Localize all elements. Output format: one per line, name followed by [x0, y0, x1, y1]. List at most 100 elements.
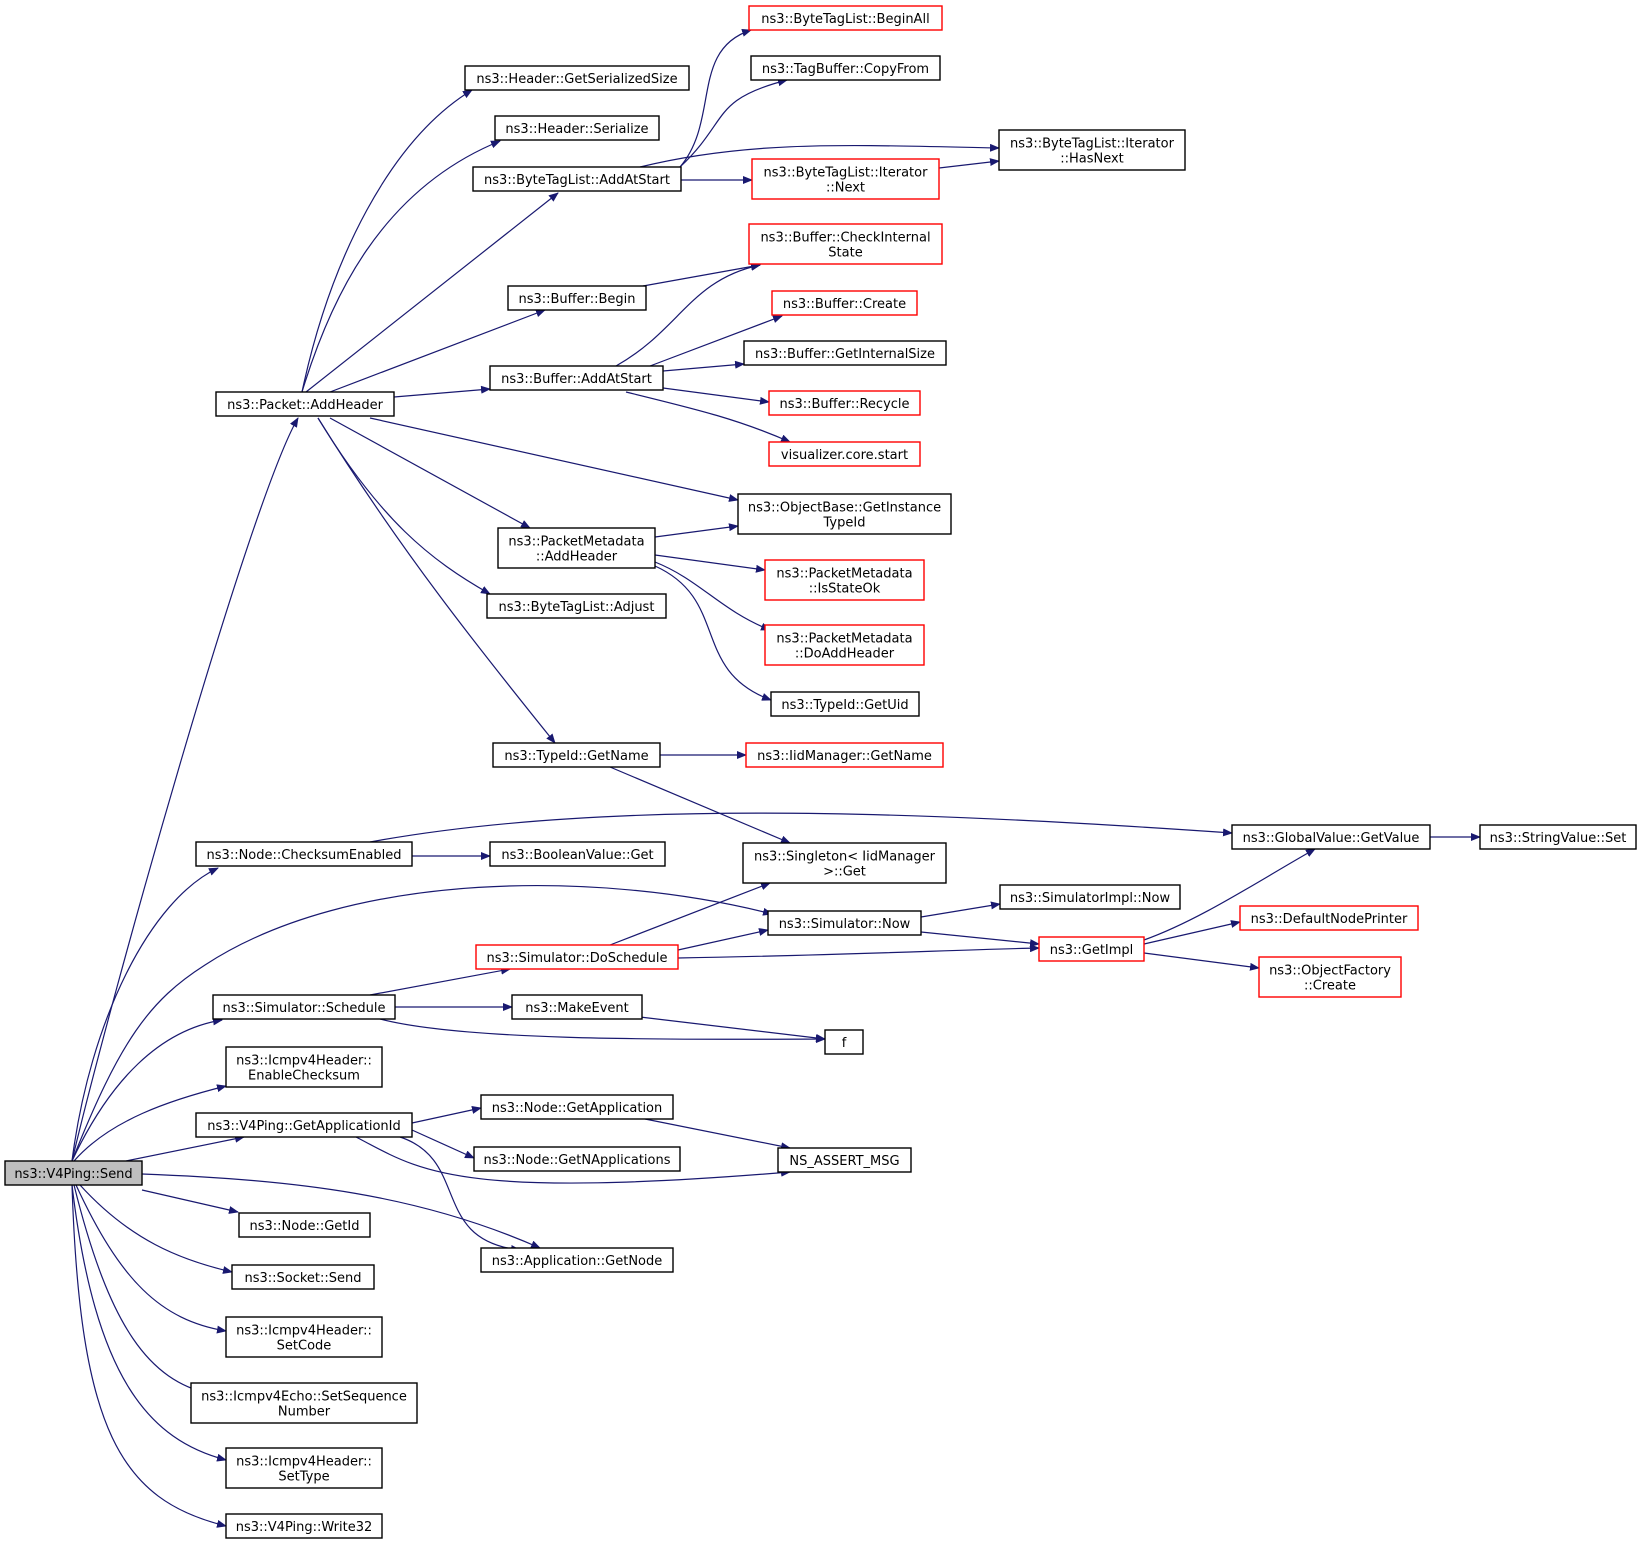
node-defaultnodeprinter[interactable]: ns3::DefaultNodePrinter	[1239, 905, 1419, 931]
node-tagbuffer-copyfrom[interactable]: ns3::TagBuffer::CopyFrom	[750, 55, 941, 81]
node-box[interactable]	[492, 742, 661, 768]
node-box[interactable]	[475, 944, 679, 970]
node-box[interactable]	[489, 841, 666, 867]
node-visualizer-start[interactable]: visualizer.core.start	[768, 441, 921, 467]
node-box[interactable]	[225, 1046, 383, 1088]
node-box[interactable]	[1479, 824, 1637, 850]
node-get-application-id[interactable]: ns3::V4Ping::GetApplicationId	[195, 1112, 413, 1138]
node-box[interactable]	[225, 1316, 383, 1358]
node-box[interactable]	[195, 841, 413, 867]
node-box[interactable]	[1038, 936, 1145, 962]
node-box[interactable]	[737, 493, 952, 535]
node-globalvalue-getvalue[interactable]: ns3::GlobalValue::GetValue	[1231, 824, 1431, 850]
node-app-getnode[interactable]: ns3::Application::GetNode	[480, 1247, 674, 1273]
node-box[interactable]	[480, 1094, 674, 1120]
node-typeid-getuid[interactable]: ns3::TypeId::GetUid	[770, 691, 920, 717]
node-simulatorimpl-now[interactable]: ns3::SimulatorImpl::Now	[999, 884, 1181, 910]
node-box[interactable]	[473, 1146, 681, 1172]
node-box[interactable]	[497, 527, 656, 569]
node-box[interactable]	[238, 1212, 371, 1238]
node-checksum-enabled[interactable]: ns3::Node::ChecksumEnabled	[195, 841, 413, 867]
node-box[interactable]	[742, 842, 947, 884]
node-node-getid[interactable]: ns3::Node::GetId	[238, 1212, 371, 1238]
node-socket-send[interactable]: ns3::Socket::Send	[231, 1264, 375, 1290]
node-box[interactable]	[1258, 956, 1402, 998]
node-btl-adjust[interactable]: ns3::ByteTagList::Adjust	[486, 593, 667, 619]
node-set-type[interactable]: ns3::Icmpv4Header::SetType	[225, 1447, 383, 1489]
node-add-header[interactable]: ns3::Packet::AddHeader	[215, 391, 395, 417]
node-f[interactable]: f	[824, 1029, 864, 1055]
node-box[interactable]	[771, 290, 918, 316]
node-buffer-create[interactable]: ns3::Buffer::Create	[771, 290, 918, 316]
node-box[interactable]	[494, 115, 660, 141]
node-box[interactable]	[768, 441, 921, 467]
node-header-getsize[interactable]: ns3::Header::GetSerializedSize	[464, 65, 690, 91]
node-box[interactable]	[472, 166, 682, 192]
node-box[interactable]	[998, 129, 1186, 171]
node-box[interactable]	[770, 691, 920, 717]
node-typeid-getname[interactable]: ns3::TypeId::GetName	[492, 742, 661, 768]
node-box[interactable]	[507, 285, 647, 311]
node-getimpl[interactable]: ns3::GetImpl	[1038, 936, 1145, 962]
node-box[interactable]	[231, 1264, 375, 1290]
node-buffer-addatstart[interactable]: ns3::Buffer::AddAtStart	[489, 365, 664, 391]
node-box[interactable]	[215, 391, 395, 417]
node-ns-assert-msg[interactable]: NS_ASSERT_MSG	[777, 1147, 912, 1173]
node-box[interactable]	[999, 884, 1181, 910]
node-pm-addheader[interactable]: ns3::PacketMetadata::AddHeader	[497, 527, 656, 569]
node-box[interactable]	[748, 5, 943, 31]
node-pm-isstateok[interactable]: ns3::PacketMetadata::IsStateOk	[764, 559, 925, 601]
node-box[interactable]	[750, 55, 941, 81]
node-iidmanager-getname[interactable]: ns3::IidManager::GetName	[745, 742, 944, 768]
node-boolean-get[interactable]: ns3::BooleanValue::Get	[489, 841, 666, 867]
node-box[interactable]	[1231, 824, 1431, 850]
node-box[interactable]	[464, 65, 690, 91]
node-box[interactable]	[489, 365, 664, 391]
node-box[interactable]	[743, 340, 947, 366]
node-write32[interactable]: ns3::V4Ping::Write32	[225, 1513, 383, 1539]
node-box[interactable]	[486, 593, 667, 619]
node-box[interactable]	[824, 1029, 864, 1055]
node-box[interactable]	[511, 994, 643, 1020]
node-buffer-recycle[interactable]: ns3::Buffer::Recycle	[768, 390, 921, 416]
node-btl-iter-next[interactable]: ns3::ByteTagList::Iterator::Next	[751, 158, 940, 200]
node-box[interactable]	[764, 624, 925, 666]
node-buffer-getinternalsize[interactable]: ns3::Buffer::GetInternalSize	[743, 340, 947, 366]
node-btl-addatstart[interactable]: ns3::ByteTagList::AddAtStart	[472, 166, 682, 192]
node-box[interactable]	[195, 1112, 413, 1138]
node-stringvalue-set[interactable]: ns3::StringValue::Set	[1479, 824, 1637, 850]
node-box[interactable]	[748, 223, 943, 265]
node-box[interactable]	[212, 994, 396, 1020]
node-box[interactable]	[4, 1160, 143, 1186]
node-buffer-begin[interactable]: ns3::Buffer::Begin	[507, 285, 647, 311]
node-objectfactory-create[interactable]: ns3::ObjectFactory::Create	[1258, 956, 1402, 998]
node-pm-doaddheader[interactable]: ns3::PacketMetadata::DoAddHeader	[764, 624, 925, 666]
node-box[interactable]	[225, 1447, 383, 1489]
node-box[interactable]	[767, 910, 922, 936]
node-enable-checksum[interactable]: ns3::Icmpv4Header::EnableChecksum	[225, 1046, 383, 1088]
node-header-serialize[interactable]: ns3::Header::Serialize	[494, 115, 660, 141]
node-schedule[interactable]: ns3::Simulator::Schedule	[212, 994, 396, 1020]
node-box[interactable]	[751, 158, 940, 200]
node-btl-beginall[interactable]: ns3::ByteTagList::BeginAll	[748, 5, 943, 31]
node-simulator-now[interactable]: ns3::Simulator::Now	[767, 910, 922, 936]
node-box[interactable]	[190, 1382, 418, 1424]
node-box[interactable]	[1239, 905, 1419, 931]
node-box[interactable]	[480, 1247, 674, 1273]
node-singleton-get[interactable]: ns3::Singleton< IidManager >::Get	[742, 842, 947, 884]
node-box[interactable]	[777, 1147, 912, 1173]
node-box[interactable]	[764, 559, 925, 601]
node-box[interactable]	[768, 390, 921, 416]
node-sim-doschedule[interactable]: ns3::Simulator::DoSchedule	[475, 944, 679, 970]
node-node-getapplication[interactable]: ns3::Node::GetApplication	[480, 1094, 674, 1120]
node-make-event[interactable]: ns3::MakeEvent	[511, 994, 643, 1020]
node-send[interactable]: ns3::V4Ping::Send	[4, 1160, 143, 1186]
node-btl-iter-hasnext[interactable]: ns3::ByteTagList::Iterator::HasNext	[998, 129, 1186, 171]
node-set-code[interactable]: ns3::Icmpv4Header::SetCode	[225, 1316, 383, 1358]
node-box[interactable]	[225, 1513, 383, 1539]
node-box[interactable]	[745, 742, 944, 768]
node-node-getnapplications[interactable]: ns3::Node::GetNApplications	[473, 1146, 681, 1172]
